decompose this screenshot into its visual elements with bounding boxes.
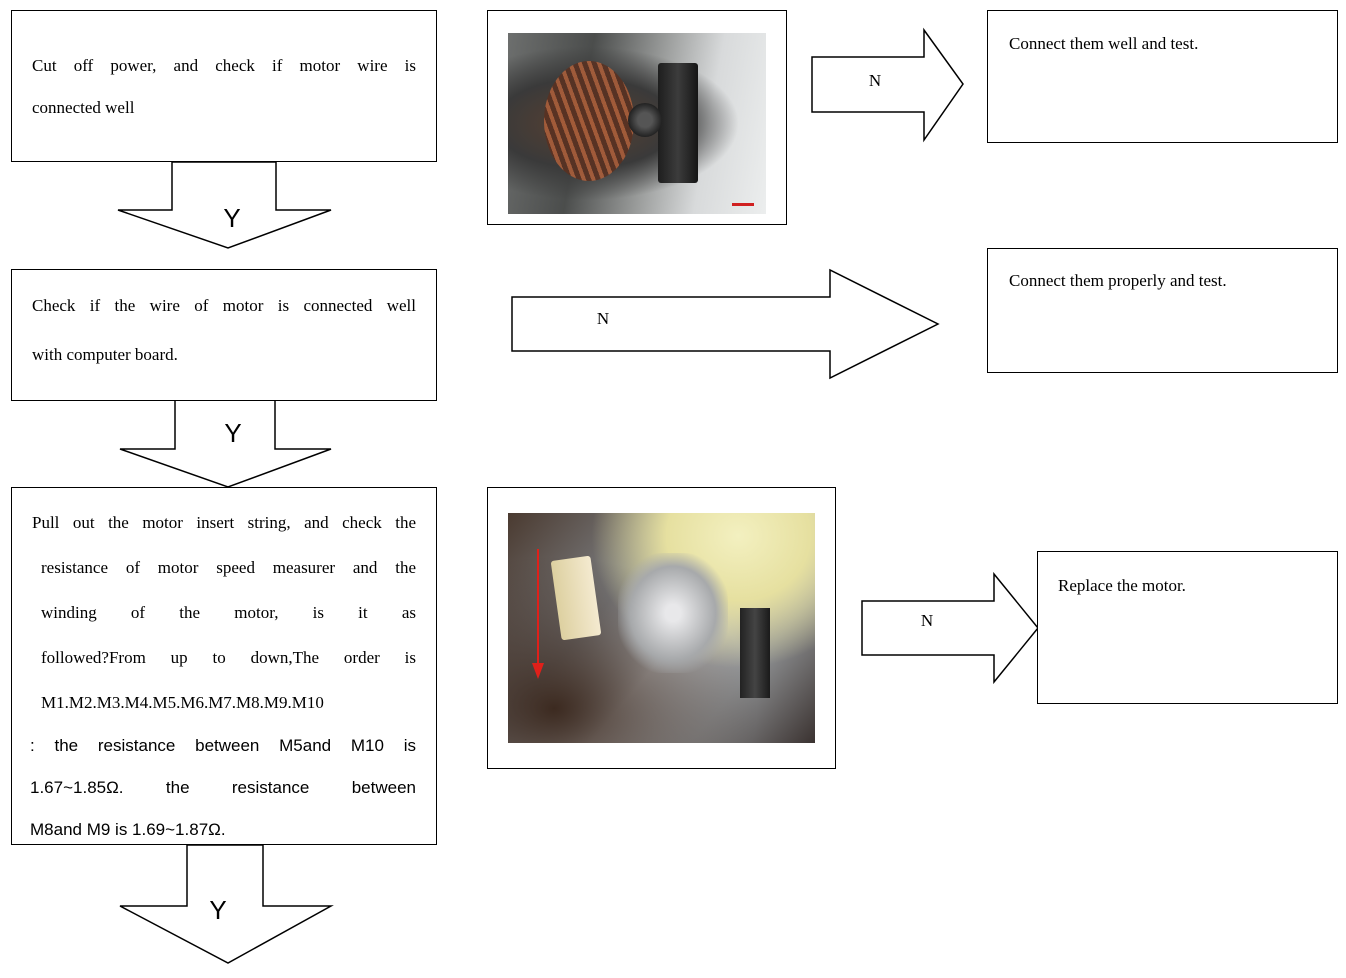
motor-connector-photo <box>508 513 815 743</box>
step-text-3: Pull out the motor insert string, and ch… <box>30 500 416 851</box>
action-box-3 <box>1037 551 1338 704</box>
yes-arrow-3 <box>119 844 334 964</box>
step-3-line-4: followed?From up to down,The order is <box>41 648 416 667</box>
step-1-line-2: connected well <box>32 98 135 117</box>
plug-housing <box>550 555 602 641</box>
step-box-1 <box>11 10 437 162</box>
action-box-1 <box>987 10 1338 143</box>
no-arrow-1 <box>811 27 964 143</box>
yes-arrow-2 <box>119 399 332 488</box>
step-3-line-3: winding of the motor, is it as <box>41 603 416 622</box>
step-text-1: Cut off power, and check if motor wire i… <box>32 44 416 130</box>
yes-label-2: Y <box>224 418 241 448</box>
action-box-2 <box>987 248 1338 373</box>
step-3-line-5: M1.M2.M3.M4.M5.M6.M7.M8.M9.M10 <box>41 693 324 712</box>
action-text-2: Connect them properly and test. <box>1009 271 1227 290</box>
action-text-1: Connect them well and test. <box>1009 34 1199 53</box>
step-3-line-6: : the resistance between M5and M10 is <box>30 736 416 755</box>
step-3-line-8: M8and M9 is 1.69~1.87Ω. <box>30 820 226 839</box>
step-2-line-1: Check if the wire of motor is connected … <box>32 296 416 315</box>
no-label-3: N <box>921 611 933 630</box>
step-3-line-1: Pull out the motor insert string, and ch… <box>32 513 416 532</box>
step-1-line-1: Cut off power, and check if motor wire i… <box>32 56 416 75</box>
action-text-3: Replace the motor. <box>1058 576 1186 595</box>
no-label-1: N <box>869 71 881 90</box>
step-2-line-2: with computer board. <box>32 345 178 364</box>
step-text-2: Check if the wire of motor is connected … <box>32 283 416 378</box>
step-3-line-7: 1.67~1.85Ω. the resistance between <box>30 778 416 797</box>
dark-terminal <box>740 608 770 698</box>
motor-hub <box>628 103 662 137</box>
no-arrow-3 <box>861 571 1039 685</box>
connector-block <box>658 63 698 183</box>
photo-stamp <box>732 203 754 206</box>
motor-wire-photo <box>508 33 766 214</box>
yes-label-1: Y <box>223 203 240 233</box>
stator-coil <box>544 61 634 181</box>
no-label-2: N <box>597 309 609 328</box>
step-box-2 <box>11 269 437 401</box>
direction-arrow <box>532 549 544 679</box>
step-box-3 <box>11 487 437 845</box>
yes-label-3: Y <box>209 895 226 925</box>
bracket <box>618 553 728 673</box>
step-3-line-2: resistance of motor speed measurer and t… <box>41 558 416 577</box>
no-arrow-2 <box>511 268 940 380</box>
yes-arrow-1 <box>117 161 332 249</box>
